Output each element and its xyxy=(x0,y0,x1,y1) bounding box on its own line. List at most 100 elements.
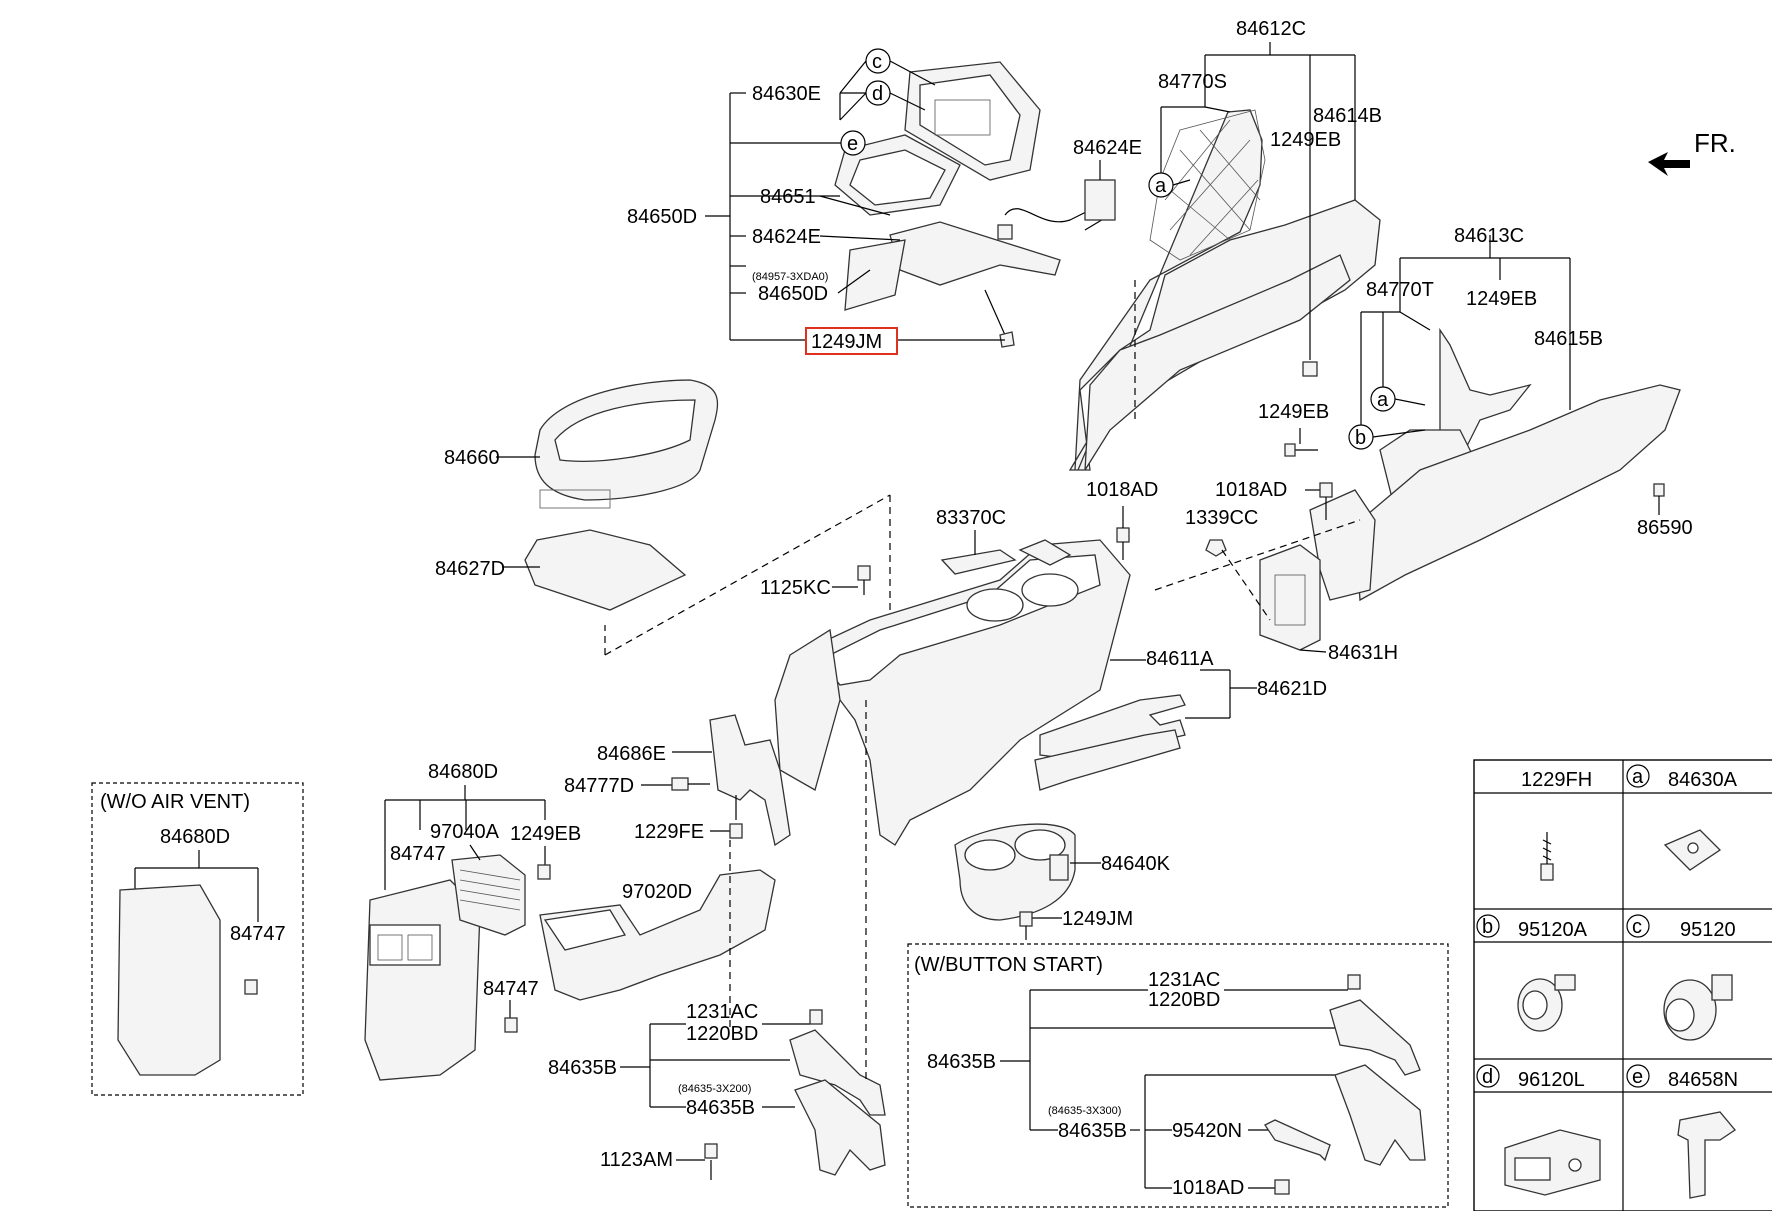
callout-c: c xyxy=(865,48,891,74)
label-1231AC-a: 1231AC xyxy=(686,1001,758,1023)
label-84635B-b: 84635B xyxy=(686,1097,755,1119)
label-84630E: 84630E xyxy=(752,83,821,105)
label-84614B: 84614B xyxy=(1313,105,1382,127)
label-84686E: 84686E xyxy=(597,743,666,765)
bracket-84635B-left xyxy=(789,1029,886,1176)
svg-text:b: b xyxy=(1355,427,1366,449)
label-84640K: 84640K xyxy=(1101,853,1171,875)
label-1339CC: 1339CC xyxy=(1185,507,1258,529)
label-84612C: 84612C xyxy=(1236,18,1306,40)
label-84621D: 84621D xyxy=(1257,678,1327,700)
label-1249JM-highlighted: 1249JM xyxy=(811,331,882,353)
callout-e-top: e xyxy=(840,130,866,156)
aux-jack-icon xyxy=(1504,1129,1601,1196)
label-95420N: 95420N xyxy=(1172,1120,1242,1142)
label-84680D: 84680D xyxy=(428,761,498,783)
label-97040A: 97040A xyxy=(430,821,500,843)
svg-text:d: d xyxy=(872,83,883,105)
screw-icon xyxy=(1540,832,1554,881)
svg-text:a: a xyxy=(1155,175,1167,197)
label-1018AD-a: 1018AD xyxy=(1215,479,1287,501)
label-84627D: 84627D xyxy=(435,558,505,580)
label-1018AD-b: 1018AD xyxy=(1086,479,1158,501)
label-84631H: 84631H xyxy=(1328,642,1398,664)
legend-part-84658N: 84658N xyxy=(1668,1069,1738,1091)
label-1249EB-mid: 1249EB xyxy=(1258,401,1329,423)
label-83370C: 83370C xyxy=(936,507,1006,529)
legend-part-1229FH: 1229FH xyxy=(1521,769,1592,791)
label-84770T: 84770T xyxy=(1366,279,1434,301)
pad-84627D xyxy=(524,529,687,611)
label-84957-3XDA0: (84957-3XDA0) xyxy=(752,271,828,283)
label-84613C: 84613C xyxy=(1454,225,1524,247)
armrest-84660 xyxy=(534,379,719,509)
label-84635-3X300: (84635-3X300) xyxy=(1048,1105,1121,1117)
label-86590: 86590 xyxy=(1637,517,1693,539)
label-84624E-left: 84624E xyxy=(752,226,821,248)
callout-a-top: a xyxy=(1148,172,1174,198)
legend-letter-a: a xyxy=(1632,766,1644,788)
label-1123AM: 1123AM xyxy=(600,1149,673,1171)
label-84650D-2: 84650D xyxy=(758,283,828,305)
label-84660: 84660 xyxy=(444,447,500,469)
label-1231AC-b: 1231AC xyxy=(1148,969,1220,991)
legend-part-84630A: 84630A xyxy=(1668,769,1738,791)
label-84747-b: 84747 xyxy=(483,978,539,1000)
label-1249JM-lower: 1249JM xyxy=(1062,908,1133,930)
svg-text:a: a xyxy=(1377,389,1389,411)
legend-letter-e: e xyxy=(1632,1066,1643,1088)
label-84770S: 84770S xyxy=(1158,71,1227,93)
label-84650D: 84650D xyxy=(627,206,697,228)
label-1018AD-c: 1018AD xyxy=(1172,1177,1244,1199)
inset-wo-air-vent: (W/O AIR VENT) 84680D 84747 xyxy=(91,782,304,1096)
usb-port-icon xyxy=(1517,974,1576,1032)
label-97020D: 97020D xyxy=(622,881,692,903)
legend-letter-c: c xyxy=(1632,916,1642,938)
label-84635B-d: 84635B xyxy=(1058,1120,1127,1142)
label-1125KC: 1125KC xyxy=(760,577,831,599)
console-body-84611A xyxy=(774,539,1131,846)
side-panel-right-group xyxy=(1259,327,1681,651)
legend-letter-b: b xyxy=(1482,916,1493,938)
svg-text:c: c xyxy=(872,51,882,73)
callout-a-right: a xyxy=(1370,386,1396,412)
clip-icon xyxy=(1663,829,1722,871)
label-84651: 84651 xyxy=(760,186,816,208)
duct-97020D xyxy=(539,869,776,1001)
label-84777D: 84777D xyxy=(564,775,634,797)
label-1220BD-b: 1220BD xyxy=(1148,989,1220,1011)
power-outlet-icon xyxy=(1663,974,1733,1041)
cup-holder-84640K xyxy=(954,823,1076,921)
air-vent-97040A xyxy=(451,854,526,936)
label-84635B-a: 84635B xyxy=(548,1057,617,1079)
label-1220BD-a: 1220BD xyxy=(686,1023,758,1045)
legend-part-95120A: 95120A xyxy=(1518,919,1588,941)
label-84635-3X200: (84635-3X200) xyxy=(678,1083,751,1095)
tray-assembly-group xyxy=(834,61,1116,348)
side-panel-left-group xyxy=(1068,109,1381,471)
front-direction-indicator: FR. xyxy=(1648,128,1736,176)
highlight-box-1249JM xyxy=(805,327,898,355)
label-84747-a: 84747 xyxy=(390,843,446,865)
label-84624E-right: 84624E xyxy=(1073,137,1142,159)
bracket-84650D xyxy=(705,60,1005,341)
label-84611A: 84611A xyxy=(1146,648,1214,670)
front-label: FR. xyxy=(1694,128,1736,158)
label-1249EB-right: 1249EB xyxy=(1466,288,1537,310)
inset-button-start-title: (W/BUTTON START) xyxy=(914,954,1103,976)
front-arrow-icon xyxy=(1648,152,1690,176)
callout-d: d xyxy=(865,80,891,106)
inset-button-start: (W/BUTTON START) 1231AC 1220BD 84635B (8… xyxy=(907,943,1449,1208)
label-84635B-c: 84635B xyxy=(927,1051,996,1073)
legend-part-95120: 95120 xyxy=(1680,919,1736,941)
label-84615B: 84615B xyxy=(1534,328,1603,350)
label-1249EB-top: 1249EB xyxy=(1270,129,1341,151)
inset-label-84680D: 84680D xyxy=(160,826,230,848)
callout-b: b xyxy=(1348,424,1374,450)
cover-83370C xyxy=(940,549,1017,575)
label-1229FE: 1229FE xyxy=(634,821,704,843)
legend-letter-d: d xyxy=(1482,1066,1493,1088)
legend-table: 1229FH a 84630A b 95120A c 95120 xyxy=(1473,759,1772,1211)
inset-wo-air-vent-title: (W/O AIR VENT) xyxy=(100,791,250,813)
